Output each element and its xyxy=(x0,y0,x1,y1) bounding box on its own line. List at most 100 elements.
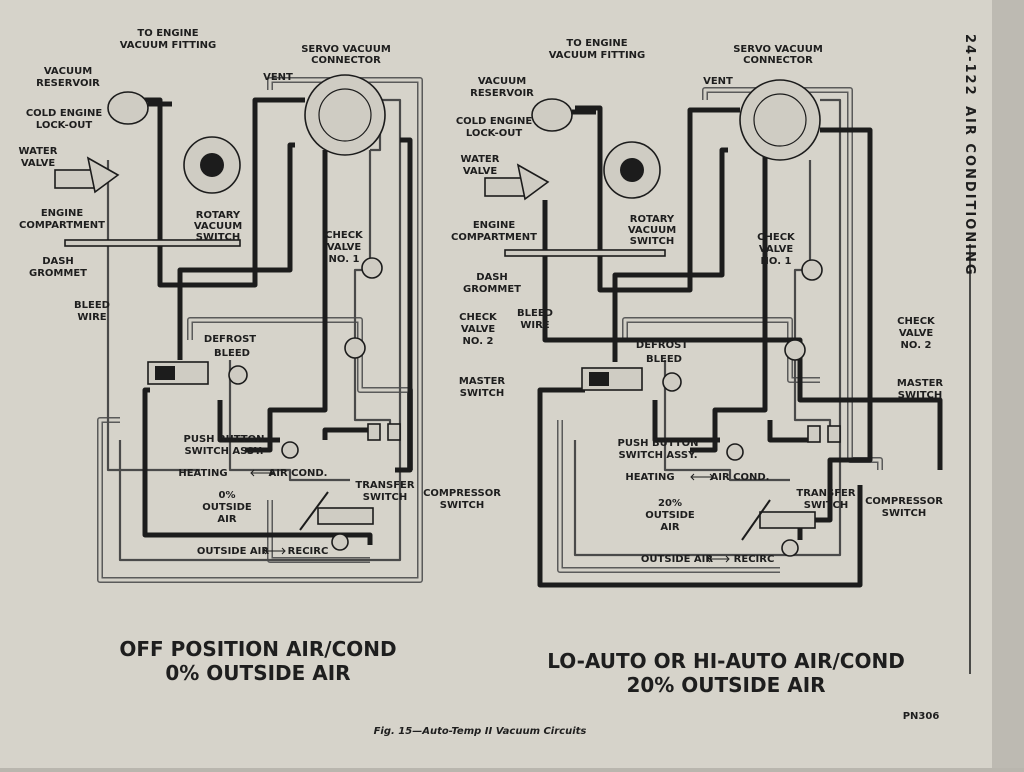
label-outside-pct: 20% xyxy=(658,498,682,509)
label-air-cond: AIR COND. xyxy=(711,472,770,483)
figure-caption: Fig. 15—Auto-Temp II Vacuum Circuits xyxy=(374,726,587,737)
master-switch xyxy=(367,423,381,441)
label-compartment: COMPARTMENT xyxy=(451,232,537,243)
outside-air-recirc-diaphragm xyxy=(781,539,799,557)
water-valve xyxy=(54,169,96,189)
label-vacuum: VACUUM xyxy=(44,66,92,77)
diagram-left: TO ENGINE VACUUM FITTING SERVO VACUUM CO… xyxy=(19,28,506,685)
check-valve-no2 xyxy=(344,337,366,359)
label-vent: VENT xyxy=(703,76,733,87)
running-header: 24-122 AIR CONDITIONING xyxy=(962,34,977,674)
heating-aircond-diaphragm xyxy=(726,443,744,461)
label-outside-air: OUTSIDE AIR xyxy=(641,554,713,565)
page-number: 24-122 xyxy=(962,34,977,97)
label-vacuum-fitting: VACUUM FITTING xyxy=(120,40,217,51)
label-vacuum: VACUUM xyxy=(478,76,526,87)
label-defrost-bleed: BLEED xyxy=(214,348,250,359)
compressor-switch xyxy=(827,425,841,443)
label-wire: WIRE xyxy=(520,320,549,331)
heating-aircond-diaphragm xyxy=(281,441,299,459)
defrost-bleed-diaphragm xyxy=(662,372,682,392)
label-to-engine: TO ENGINE xyxy=(137,28,198,39)
label-master: MASTER xyxy=(897,378,944,389)
label-check-2a: CHECK xyxy=(459,312,498,323)
label-check-1a: CHECK xyxy=(325,230,364,241)
dash-grommet xyxy=(64,239,241,247)
label-servo-vacuum: SERVO VACUUM xyxy=(301,44,391,55)
label-dash: DASH xyxy=(42,256,74,267)
vacuum-lines xyxy=(140,97,413,545)
label-rotary-vacuum: VACUUM xyxy=(194,221,242,232)
master-switch xyxy=(807,425,821,443)
transfer-switch xyxy=(317,507,374,525)
label-outside-pct: 0% xyxy=(219,490,236,501)
label-air: AIR xyxy=(217,514,236,525)
label-defrost-bleed: BLEED xyxy=(646,354,682,365)
label-grommet: GROMMET xyxy=(29,268,87,279)
cold-engine-lockout xyxy=(86,156,120,194)
label-defrost: DEFROST xyxy=(204,334,256,345)
label-connector: CONNECTOR xyxy=(311,55,381,66)
diagram-right-subtitle: 20% OUTSIDE AIR xyxy=(626,673,825,697)
label-check-2c: NO. 2 xyxy=(901,340,932,351)
label-engine: ENGINE xyxy=(473,220,515,231)
diagram-right: TO ENGINE VACUUM FITTING SERVO VACUUM CO… xyxy=(451,38,943,697)
label-rotary: ROTARY xyxy=(196,210,241,221)
label-master: MASTER xyxy=(459,376,506,387)
label-vacuum-fitting: VACUUM FITTING xyxy=(549,50,646,61)
dash-grommet xyxy=(504,249,666,257)
label-dash: DASH xyxy=(476,272,508,283)
part-code: PN306 xyxy=(903,711,940,722)
label-to-engine: TO ENGINE xyxy=(566,38,627,49)
label-air-cond: AIR COND. xyxy=(269,468,328,479)
check-valve-no2 xyxy=(784,339,806,361)
label-wire: WIRE xyxy=(77,312,106,323)
label-valve: VALVE xyxy=(463,166,498,177)
label-bleed: BLEED xyxy=(74,300,110,311)
label-lock-out: LOCK-OUT xyxy=(466,128,523,139)
label-check-1c: NO. 1 xyxy=(329,254,360,265)
label-transfer-switch: SWITCH xyxy=(363,492,407,503)
label-master-switch: SWITCH xyxy=(898,390,942,401)
water-valve xyxy=(484,177,526,197)
label-switch-assy: SWITCH ASSY. xyxy=(618,450,697,461)
label-check-1c: NO. 1 xyxy=(761,256,792,267)
label-check-2b: VALVE xyxy=(461,324,496,335)
label-defrost: DEFROST xyxy=(636,340,688,351)
double-arrow xyxy=(250,469,274,477)
label-compartment: COMPARTMENT xyxy=(19,220,105,231)
vacuum-reservoir xyxy=(107,91,149,125)
label-valve: VALVE xyxy=(21,158,56,169)
vacuum-reservoir xyxy=(531,98,573,132)
diagram-right-title: LO-AUTO OR HI-AUTO AIR/COND xyxy=(547,649,905,673)
label-compressor-switch: SWITCH xyxy=(882,508,926,519)
cold-engine-lockout xyxy=(516,163,550,201)
label-compressor: COMPRESSOR xyxy=(865,496,943,507)
label-check-2a: CHECK xyxy=(897,316,936,327)
label-air: AIR xyxy=(660,522,679,533)
diagram-left-title: OFF POSITION AIR/COND xyxy=(119,637,396,661)
label-connector: CONNECTOR xyxy=(743,55,813,66)
label-servo-vacuum: SERVO VACUUM xyxy=(733,44,823,55)
diagram-left-subtitle: 0% OUTSIDE AIR xyxy=(165,661,350,685)
servo-vacuum-connector xyxy=(304,74,386,156)
label-recirc: RECIRC xyxy=(288,546,329,557)
label-reservoir: RESERVOIR xyxy=(36,78,100,89)
double-arrow xyxy=(690,473,714,481)
compressor-switch xyxy=(387,423,401,441)
section-title: AIR CONDITIONING xyxy=(962,106,977,277)
label-check-1b: VALVE xyxy=(327,242,362,253)
servo-vacuum-connector xyxy=(739,79,821,161)
label-heating: HEATING xyxy=(178,468,227,479)
vacuum-lines xyxy=(537,105,943,588)
label-check-1b: VALVE xyxy=(759,244,794,255)
label-water: WATER xyxy=(461,154,500,165)
label-transfer: TRANSFER xyxy=(355,480,414,491)
label-outside: OUTSIDE xyxy=(202,502,252,513)
label-master-switch: SWITCH xyxy=(460,388,504,399)
label-recirc: RECIRC xyxy=(734,554,775,565)
label-vent: VENT xyxy=(263,72,293,83)
page-gutter xyxy=(992,0,1024,768)
outside-air-door xyxy=(299,491,329,531)
